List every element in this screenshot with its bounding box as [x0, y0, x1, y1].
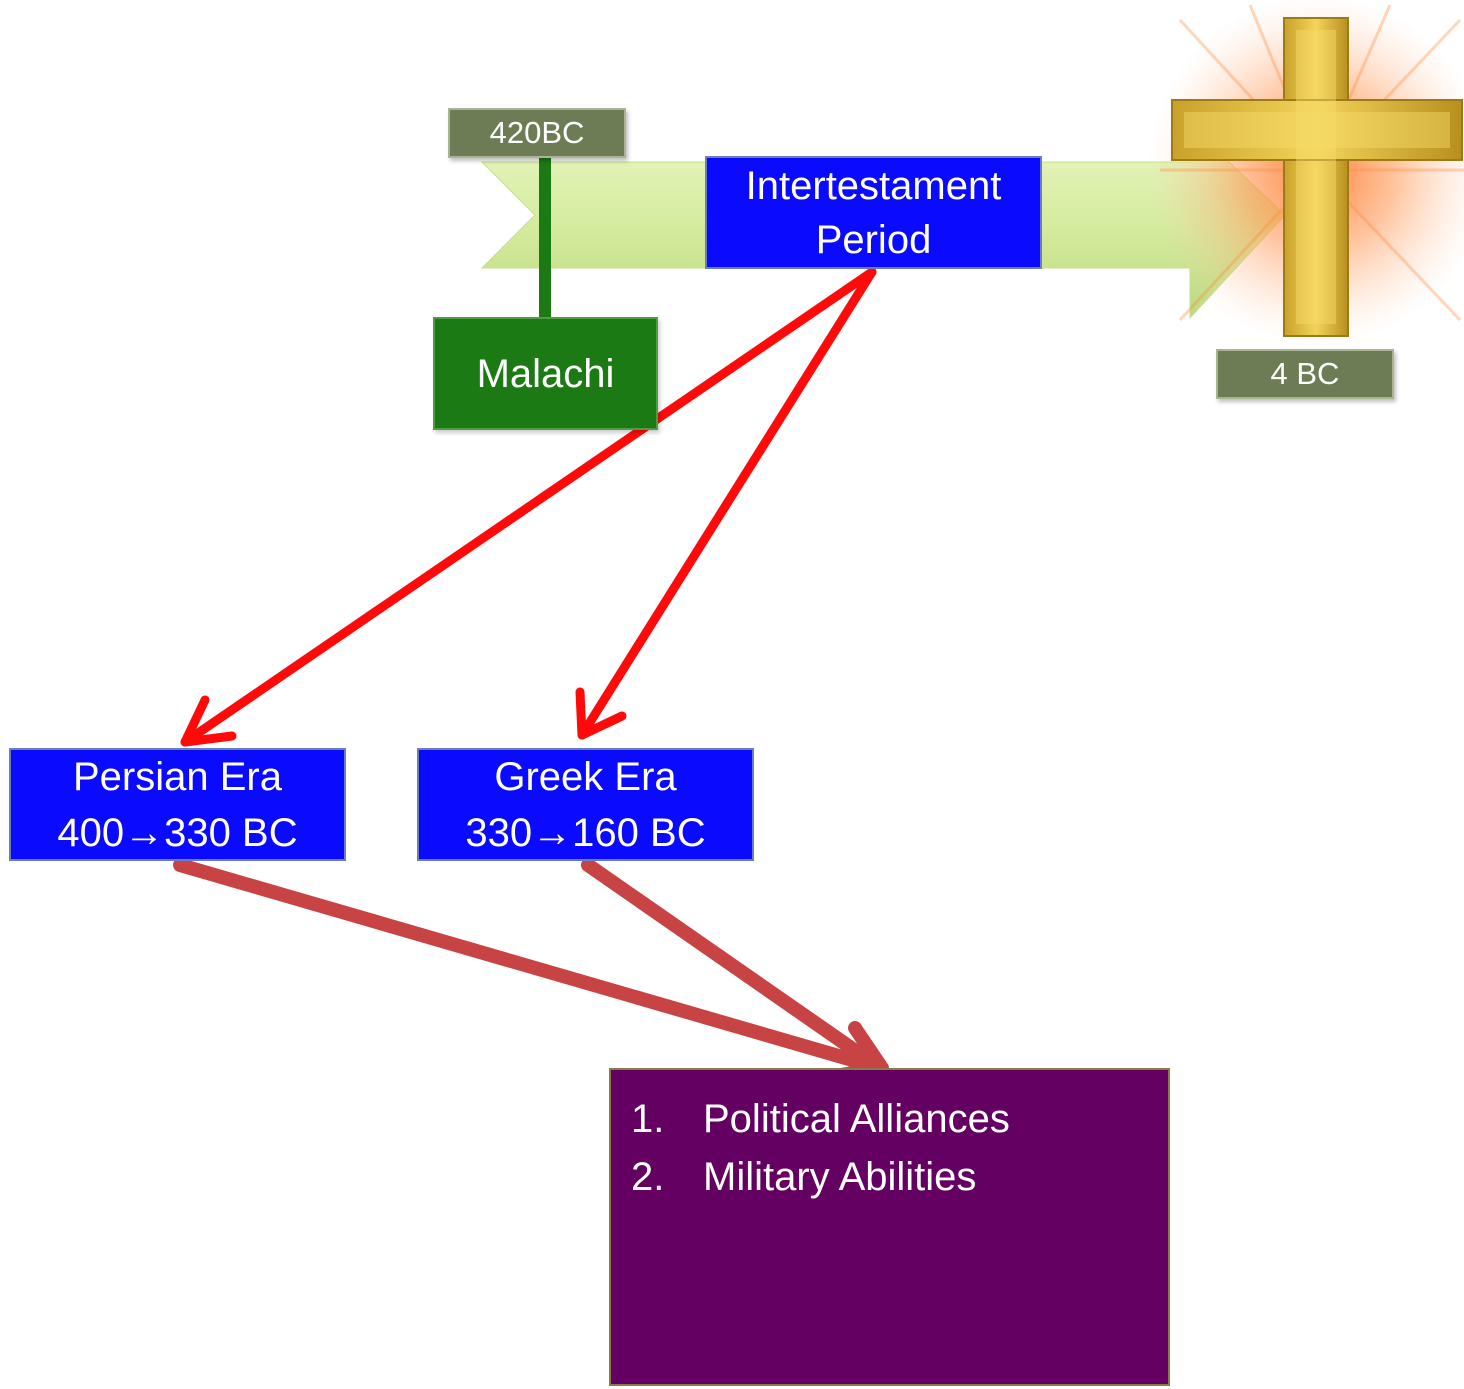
arrow-right-icon: →	[124, 810, 165, 855]
persian-era-name: Persian Era	[73, 754, 282, 799]
greek-era-name: Greek Era	[494, 754, 677, 799]
arrow-greek-to-results	[581, 858, 889, 1083]
arrow-persian-to-results	[173, 858, 887, 1075]
prophet-name: Malachi	[476, 351, 615, 396]
arrow-right-icon: →	[532, 810, 573, 855]
period-title-line2: Period	[815, 217, 932, 262]
glowing-cross-icon	[1148, 0, 1464, 345]
arrow-to-persian	[180, 267, 877, 747]
malachi-box: Malachi	[433, 317, 658, 430]
results-box: 1. Political Alliances 2. Military Abili…	[609, 1068, 1170, 1386]
start-date-label: 420BC	[448, 108, 626, 158]
start-date-text: 420BC	[489, 114, 585, 150]
results-list: 1. Political Alliances 2. Military Abili…	[631, 1090, 1168, 1206]
greek-era-box: Greek Era 330→160 BC	[417, 748, 754, 861]
list-item: 2. Military Abilities	[631, 1155, 977, 1199]
intertestament-period-box: Intertestament Period	[705, 156, 1042, 269]
persian-era-range: 400→330 BC	[57, 810, 298, 855]
end-date-text: 4 BC	[1270, 355, 1340, 391]
greek-era-range: 330→160 BC	[465, 810, 706, 855]
end-date-label: 4 BC	[1216, 349, 1394, 399]
list-item: 1. Political Alliances	[631, 1097, 1010, 1141]
arrow-to-greek	[575, 267, 877, 740]
period-title-line1: Intertestament	[745, 163, 1002, 208]
persian-era-box: Persian Era 400→330 BC	[9, 748, 346, 861]
